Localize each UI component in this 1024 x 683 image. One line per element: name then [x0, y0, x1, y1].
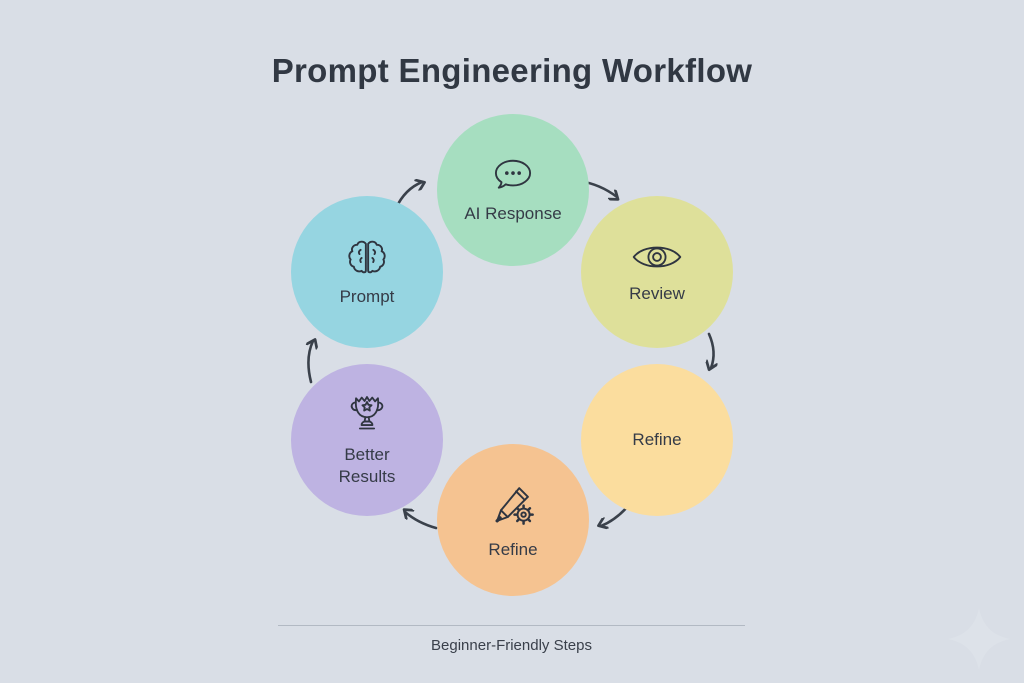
step-review: Review: [581, 196, 733, 348]
footer-divider: [278, 625, 745, 626]
page-title: Prompt Engineering Workflow: [271, 52, 753, 89]
footer-label: Beginner-Friendly Steps: [431, 637, 592, 654]
brain-icon: [344, 237, 390, 277]
speech-bubble-icon: [490, 156, 536, 194]
arrow-review-to-refine: [709, 332, 714, 368]
eye-icon: [630, 240, 684, 274]
step-ai-response: AI Response: [437, 114, 589, 266]
arrow-refine-to-better-results: [405, 512, 438, 530]
step-refine-first: Refine: [581, 364, 733, 516]
sparkle-watermark: [948, 608, 1010, 670]
step-label: Refine: [488, 539, 538, 559]
arrow-better-results-to-prompt: [308, 341, 313, 384]
step-label: AI Response: [464, 203, 562, 223]
step-label: Refine: [632, 430, 682, 450]
step-refine-second: Refine: [437, 444, 589, 596]
step-label: Review: [629, 283, 685, 303]
step-better-results: Better Results: [291, 364, 443, 516]
step-prompt: Prompt: [291, 196, 443, 348]
pencil-gear-icon: [488, 480, 538, 530]
step-label: Better Results: [338, 445, 396, 486]
step-label: Prompt: [339, 286, 395, 306]
trophy-icon: [346, 393, 388, 435]
